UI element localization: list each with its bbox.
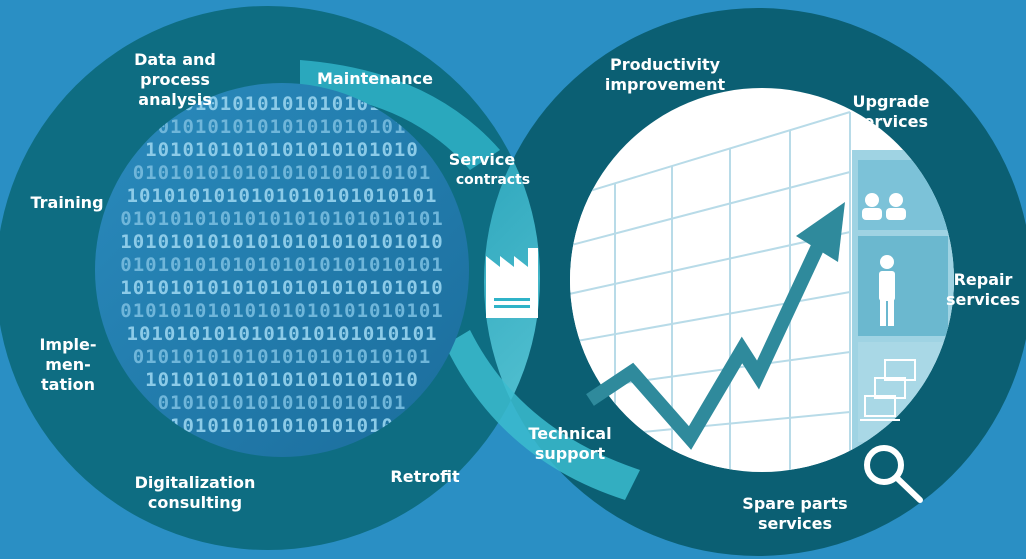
binary-row: 010101010101010101010101 bbox=[133, 346, 432, 368]
binary-row: 1010101010101010101010 bbox=[145, 139, 419, 161]
upper-flow-band bbox=[300, 60, 500, 170]
trend-arrow-head bbox=[796, 202, 845, 262]
side-tile-middle bbox=[858, 236, 948, 336]
binary-row: 1010101010101010101010101 bbox=[127, 323, 438, 345]
label-training: Training bbox=[30, 193, 104, 212]
binary-row: 01010101010101010101 bbox=[158, 116, 407, 138]
binary-row: 01010101010101010101010101 bbox=[120, 208, 443, 230]
trend-arrow-line bbox=[586, 239, 827, 450]
person-icon bbox=[879, 255, 895, 326]
grid-line-horizontal bbox=[570, 171, 851, 249]
label-retrofit: Retrofit bbox=[390, 467, 460, 486]
binary-row: 01010101010101010101010101 bbox=[120, 300, 443, 322]
label-spare-parts-services: Spare parts services bbox=[742, 494, 848, 533]
binary-row: 1010101010101010101010 bbox=[145, 369, 419, 391]
binary-circle bbox=[95, 83, 469, 457]
binary-row: 1010101010101010101010101 bbox=[127, 185, 438, 207]
label-service: Service bbox=[448, 150, 516, 169]
laptops-icon bbox=[860, 359, 916, 421]
label-digitalization-consulting: Digitalization consulting bbox=[134, 473, 256, 512]
label-data-process-analysis: Data and process analysis bbox=[134, 50, 216, 109]
factory-icon bbox=[486, 248, 538, 318]
grid-line-horizontal bbox=[570, 231, 851, 297]
label-repair-services: Repair services bbox=[945, 270, 1021, 309]
binary-row: 101010101010101010 bbox=[170, 415, 394, 437]
label-contracts: contracts bbox=[455, 172, 531, 188]
binary-row: 10101010101010101010101010 bbox=[120, 231, 443, 253]
lower-flow-band bbox=[445, 330, 640, 500]
binary-row: 01010101010101010101010101 bbox=[120, 254, 443, 276]
binary-row: 010101010101010101010101 bbox=[133, 162, 432, 184]
grid-line-horizontal bbox=[570, 291, 851, 345]
people-icon bbox=[862, 193, 906, 220]
label-productivity-improvement: Productivity improvement bbox=[604, 55, 726, 94]
binary-row: 10101010101010101010101010 bbox=[120, 277, 443, 299]
label-implementation: Imple- men- tation bbox=[39, 335, 97, 394]
binary-row: 01010101010101010101 bbox=[158, 392, 407, 414]
grid-line-horizontal bbox=[570, 111, 851, 201]
label-maintenance: Maintenance bbox=[316, 69, 433, 88]
label-technical-support: Technical support bbox=[528, 424, 612, 463]
binary-row: 101010101010101010 bbox=[170, 93, 394, 115]
label-upgrade-services: Upgrade services bbox=[852, 92, 930, 131]
magnifier-icon bbox=[864, 445, 923, 503]
